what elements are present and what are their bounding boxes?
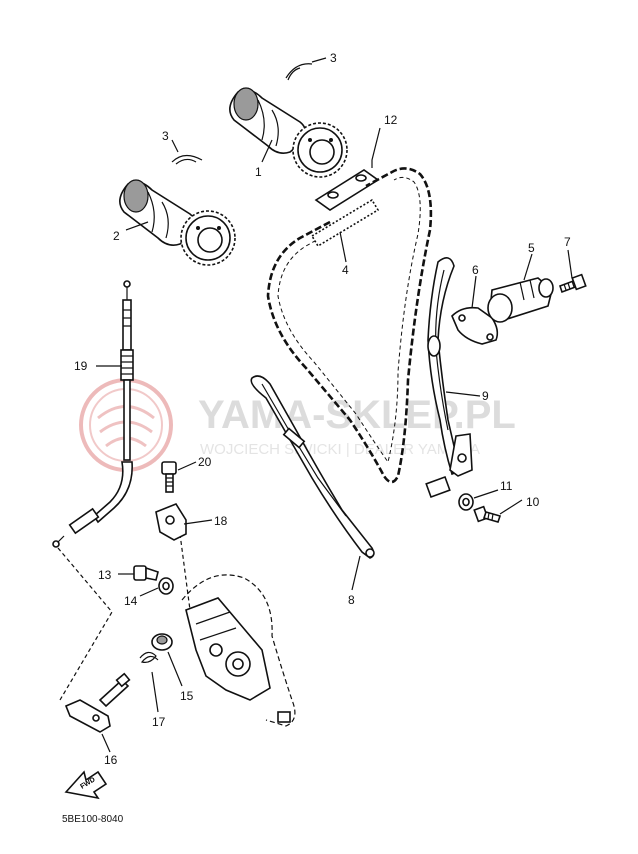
callout-13: 13 <box>98 568 112 582</box>
fwd-arrow-icon: FWD <box>64 770 108 800</box>
camshaft-lower <box>119 179 236 266</box>
cam-sprocket-lower <box>180 210 236 266</box>
washer-11 <box>458 493 474 511</box>
timing-chain-4 <box>266 167 433 484</box>
callout-7: 7 <box>564 235 571 249</box>
spring-17 <box>139 651 159 663</box>
callout-19: 19 <box>74 359 88 373</box>
bolt-20 <box>161 461 177 493</box>
chain-guide-9 <box>425 257 473 499</box>
callout-18: 18 <box>214 514 228 528</box>
camshaft-upper <box>229 87 348 178</box>
clip-3-lower <box>171 154 203 165</box>
callout-12: 12 <box>384 113 398 127</box>
bracket-18 <box>155 503 187 541</box>
bolt-7 <box>558 273 587 294</box>
callout-1: 1 <box>255 165 262 179</box>
chain-tensioner-5 <box>487 277 554 323</box>
callout-10: 10 <box>526 495 540 509</box>
callout-8: 8 <box>348 593 355 607</box>
cam-sprocket-upper <box>292 122 348 178</box>
callout-6: 6 <box>472 263 479 277</box>
cable-19 <box>52 280 134 548</box>
callout-5: 5 <box>528 241 535 255</box>
washer-14 <box>158 577 174 595</box>
callout-20: 20 <box>198 455 212 469</box>
drawing-code: 5BE100-8040 <box>62 814 124 825</box>
assembly-line-bracket <box>179 533 191 611</box>
bolt-10 <box>473 505 502 523</box>
callout-14: 14 <box>124 594 138 608</box>
watermark-subtitle: WOJCIECH SIWICKI | DEALER YAMAHA <box>200 441 480 458</box>
callout-17: 17 <box>152 715 166 729</box>
callout-2: 2 <box>113 229 120 243</box>
leader-lines <box>96 57 573 753</box>
chain-guide-8 <box>250 375 375 559</box>
callout-9: 9 <box>482 389 489 403</box>
callout-3-upper: 3 <box>330 51 337 65</box>
callouts: 3 3 1 2 12 4 5 6 7 9 11 10 8 19 20 18 13… <box>74 51 571 767</box>
callout-4: 4 <box>342 263 349 277</box>
clip-3-upper <box>285 63 313 81</box>
callout-3-lower: 3 <box>162 129 169 143</box>
callout-16: 16 <box>104 753 118 767</box>
callout-15: 15 <box>180 689 194 703</box>
cable-holder-16 <box>64 672 131 733</box>
cylinder-casting <box>181 574 296 727</box>
bolt-13 <box>133 565 159 581</box>
plug-15 <box>151 633 173 651</box>
gasket-6 <box>451 306 499 345</box>
callout-11: 11 <box>500 479 513 493</box>
